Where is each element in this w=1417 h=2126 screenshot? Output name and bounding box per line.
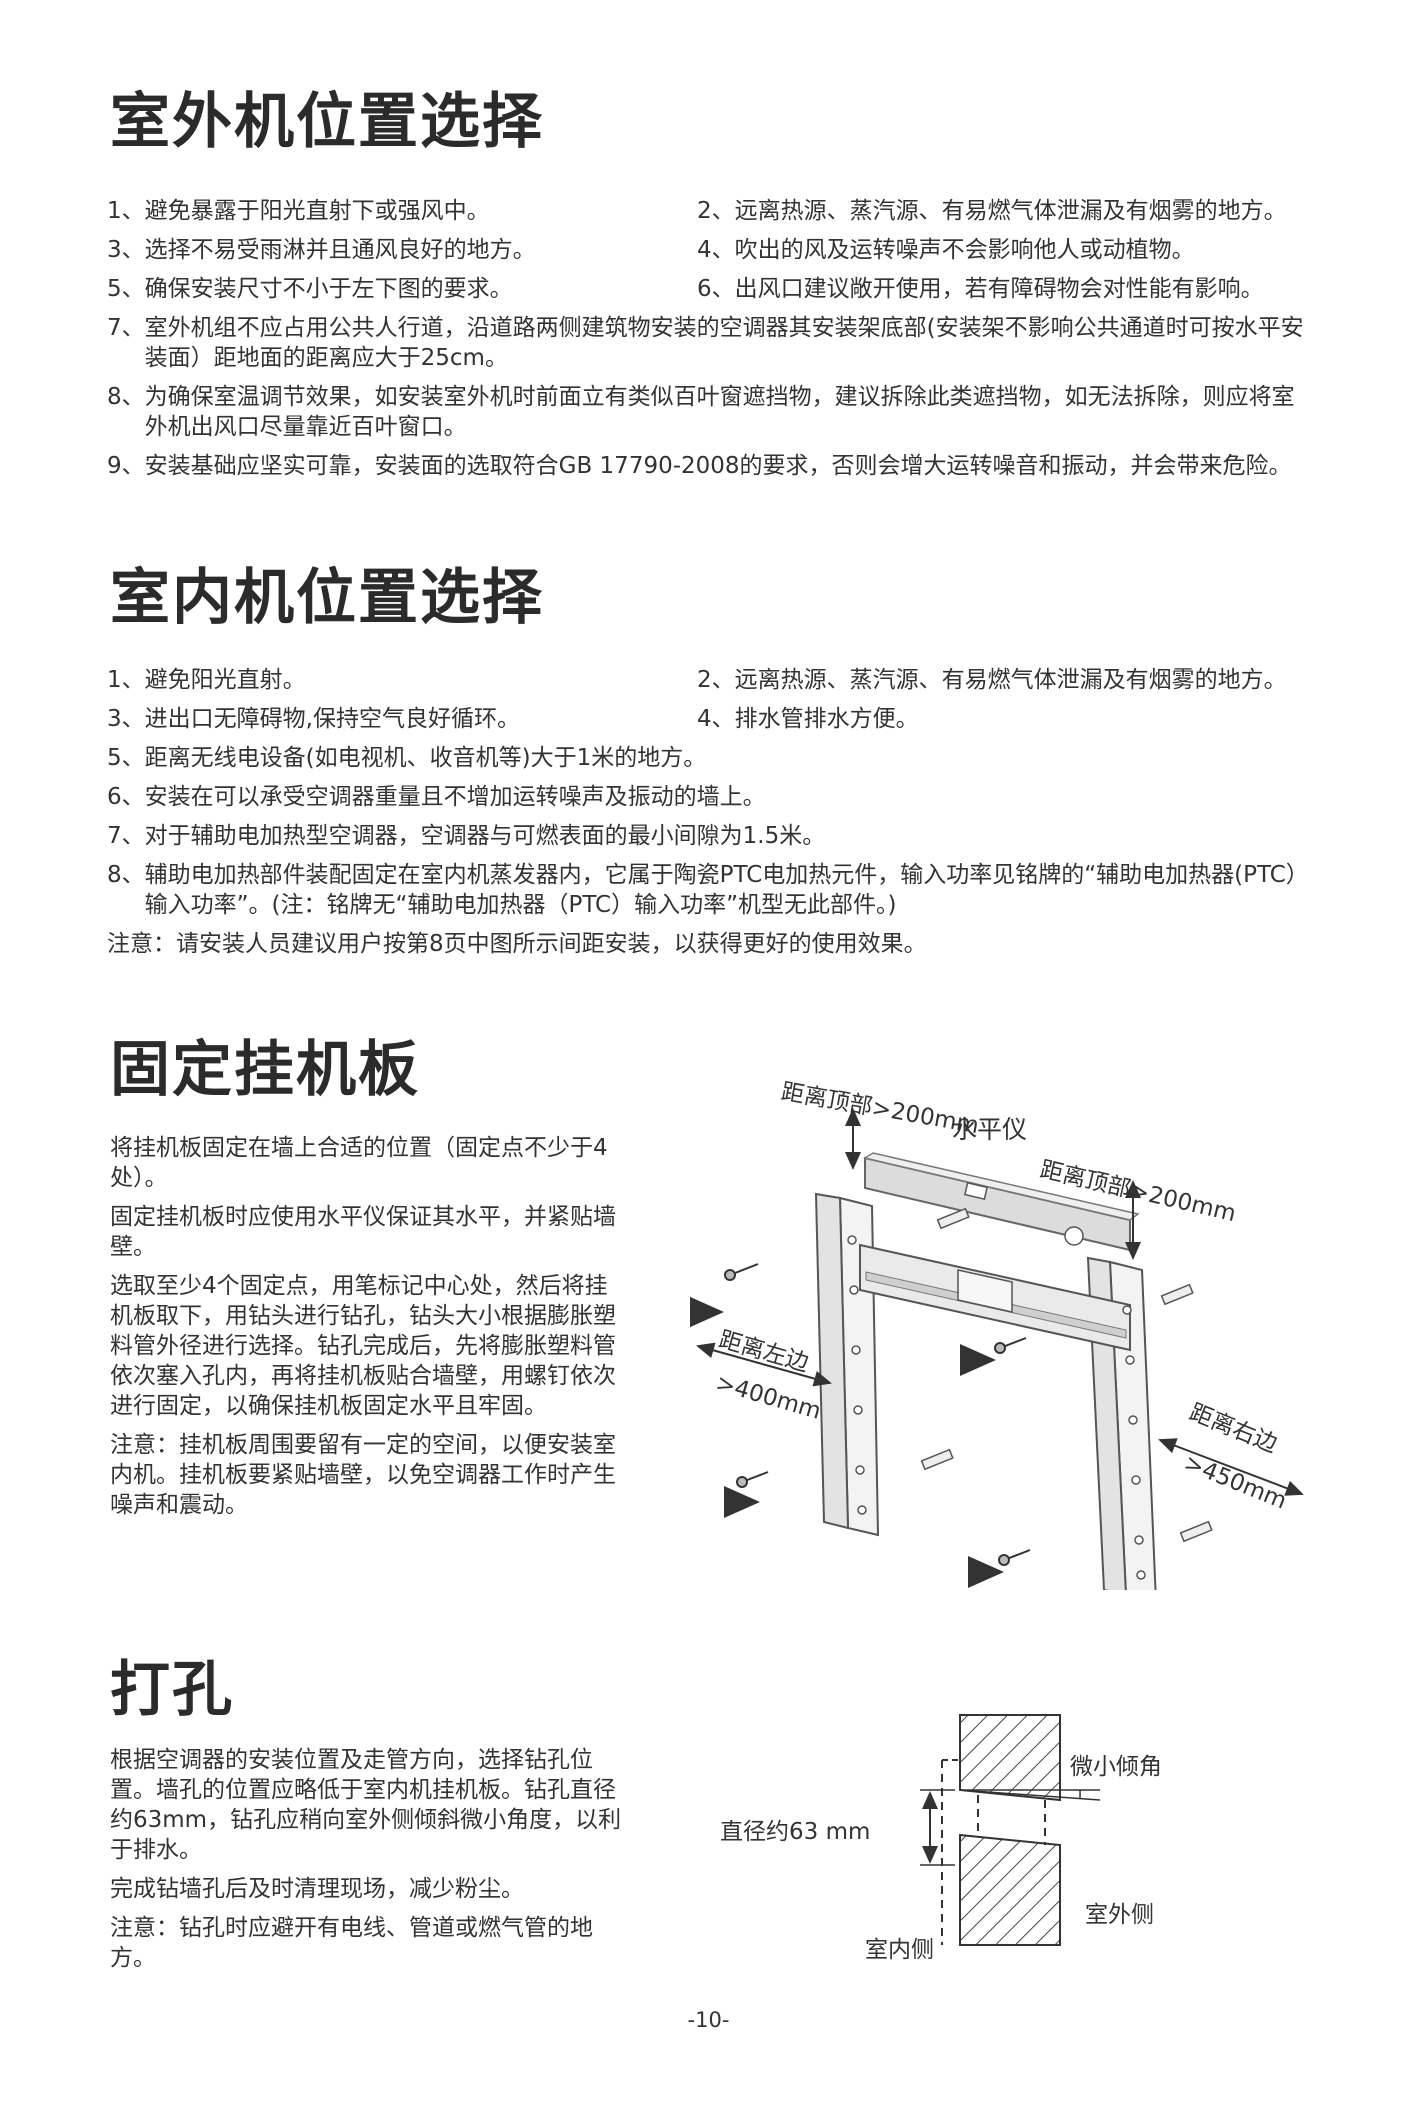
item-text: 安装在可以承受空调器重量且不增加运转噪声及振动的墙上。 — [144, 784, 766, 810]
mount-paragraph: 将挂机板固定在墙上合适的位置（固定点不少于4处）。 — [110, 1135, 608, 1191]
list-item: 9、 安装基础应坚实可靠，安装面的选取符合GB 17790-2008的要求，否则… — [107, 451, 1317, 481]
list-row: 3、选择不易受雨淋并且通风良好的地方。 4、吹出的风及运转噪声不会影响他人或动植… — [107, 235, 1317, 274]
list-item: 5、确保安装尺寸不小于左下图的要求。 — [107, 276, 513, 302]
list-row: 5、确保安装尺寸不小于左下图的要求。 6、出风口建议敞开使用，若有障碍物会对性能… — [107, 274, 1317, 313]
item-number: 9、 — [107, 453, 145, 479]
mount-instructions: 将挂机板固定在墙上合适的位置（固定点不少于4处）。 固定挂机板时应使用水平仪保证… — [110, 1133, 630, 1529]
drill-section-title: 打孔 — [110, 1655, 234, 1725]
indoor-section-title: 室内机位置选择 — [110, 563, 544, 633]
list-item: 3、选择不易受雨淋并且通风良好的地方。 — [107, 237, 536, 263]
item-text: 距离无线电设备(如电视机、收音机等)大于1米的地方。 — [144, 745, 707, 771]
drill-paragraph: 完成钻墙孔后及时清理现场，减少粉尘。 — [110, 1876, 524, 1902]
outdoor-requirements-list: 1、避免暴露于阳光直射下或强风中。 2、远离热源、蒸汽源、有易燃气体泄漏及有烟雾… — [107, 196, 1317, 490]
indoor-side-label: 室内侧 — [865, 1937, 934, 1963]
list-item: 1、避免阳光直射。 — [107, 667, 306, 693]
item-number: 5、 — [107, 745, 145, 771]
list-item: 3、进出口无障碍物,保持空气良好循环。 — [107, 706, 520, 732]
indoor-requirements-list: 1、避免阳光直射。 2、远离热源、蒸汽源、有易燃气体泄漏及有烟雾的地方。 3、进… — [107, 665, 1317, 959]
item-number: 6、 — [107, 784, 145, 810]
list-item: 8、 为确保室温调节效果，如安装室外机时前面立有类似百叶窗遮挡物，建议拆除此类遮… — [107, 382, 1317, 442]
item-number: 7、 — [107, 823, 145, 849]
list-row: 1、避免暴露于阳光直射下或强风中。 2、远离热源、蒸汽源、有易燃气体泄漏及有烟雾… — [107, 196, 1317, 235]
list-row: 1、避免阳光直射。 2、远离热源、蒸汽源、有易燃气体泄漏及有烟雾的地方。 — [107, 665, 1317, 704]
list-item: 2、远离热源、蒸汽源、有易燃气体泄漏及有烟雾的地方。 — [697, 198, 1287, 224]
item-text: 对于辅助电加热型空调器，空调器与可燃表面的最小间隙为1.5米。 — [144, 823, 826, 849]
page-number: -10- — [687, 2008, 730, 2032]
outdoor-section-title: 室外机位置选择 — [110, 87, 544, 157]
list-item: 5、 距离无线电设备(如电视机、收音机等)大于1米的地方。 — [107, 743, 1317, 773]
list-item: 6、 安装在可以承受空调器重量且不增加运转噪声及振动的墙上。 — [107, 782, 1317, 812]
list-item: 7、 室外机组不应占用公共人行道，沿道路两侧建筑物安装的空调器其安装架底部(安装… — [107, 313, 1317, 373]
list-item: 6、出风口建议敞开使用，若有障碍物会对性能有影响。 — [697, 276, 1264, 302]
angle-label: 微小倾角 — [1070, 1754, 1162, 1780]
list-item: 8、 辅助电加热部件装配固定在室内机蒸发器内，它属于陶瓷PTC电加热元件，输入功… — [107, 860, 1317, 920]
list-item: 1、避免暴露于阳光直射下或强风中。 — [107, 198, 490, 224]
screws — [724, 1263, 1031, 1566]
list-row: 3、进出口无障碍物,保持空气良好循环。 4、排水管排水方便。 — [107, 704, 1317, 743]
item-text: 室外机组不应占用公共人行道，沿道路两侧建筑物安装的空调器其安装架底部(安装架不影… — [144, 315, 1304, 371]
item-number: 8、 — [107, 862, 145, 888]
drill-hole-figure: 直径约63 mm 微小倾角 室内侧 室外侧 — [720, 1705, 1180, 1963]
list-item: 2、远离热源、蒸汽源、有易燃气体泄漏及有烟雾的地方。 — [697, 667, 1287, 693]
mounting-plate-illustration — [690, 1108, 1304, 1590]
mounting-plate — [814, 1192, 1157, 1590]
list-item: 7、 对于辅助电加热型空调器，空调器与可燃表面的最小间隙为1.5米。 — [107, 821, 1317, 851]
drill-instructions: 根据空调器的安装位置及走管方向，选择钻孔位置。墙孔的位置应略低于室内机挂机板。钻… — [110, 1745, 635, 1982]
wall-cross-section — [920, 1714, 1101, 1946]
mounting-plate-figure: 距离顶部>200mm 水平仪 距离顶部>200mm 距离左边 >400mm 距离… — [690, 1050, 1330, 1590]
item-number: 7、 — [107, 315, 145, 341]
item-text: 辅助电加热部件装配固定在室内机蒸发器内，它属于陶瓷PTC电加热元件，输入功率见铭… — [144, 862, 1309, 918]
drill-paragraph: 根据空调器的安装位置及走管方向，选择钻孔位置。墙孔的位置应略低于室内机挂机板。钻… — [110, 1747, 622, 1863]
list-item: 4、吹出的风及运转噪声不会影响他人或动植物。 — [697, 237, 1195, 263]
wall-plugs — [920, 1207, 1213, 1543]
outdoor-side-label: 室外侧 — [1085, 1902, 1154, 1928]
drill-note: 注意：钻孔时应避开有电线、管道或燃气管的地方。 — [110, 1915, 593, 1971]
item-number: 8、 — [107, 384, 145, 410]
mount-section-title: 固定挂机板 — [110, 1035, 420, 1105]
indoor-note: 注意：请安装人员建议用户按第8页中图所示间距安装，以获得更好的使用效果。 — [107, 931, 927, 957]
spirit-level-label: 水平仪 — [952, 1115, 1028, 1144]
mount-note: 注意：挂机板周围要留有一定的空间，以便安装室内机。挂机板要紧贴墙壁，以免空调器工… — [110, 1432, 616, 1518]
item-text: 安装基础应坚实可靠，安装面的选取符合GB 17790-2008的要求，否则会增大… — [144, 453, 1292, 479]
item-text: 为确保室温调节效果，如安装室外机时前面立有类似百叶窗遮挡物，建议拆除此类遮挡物，… — [144, 384, 1295, 440]
mount-paragraph: 选取至少4个固定点，用笔标记中心处，然后将挂机板取下，用钻头进行钻孔，钻头大小根… — [110, 1273, 616, 1419]
list-item: 4、排水管排水方便。 — [697, 706, 919, 732]
mount-paragraph: 固定挂机板时应使用水平仪保证其水平，并紧贴墙壁。 — [110, 1204, 616, 1260]
diameter-label: 直径约63 mm — [720, 1819, 871, 1845]
